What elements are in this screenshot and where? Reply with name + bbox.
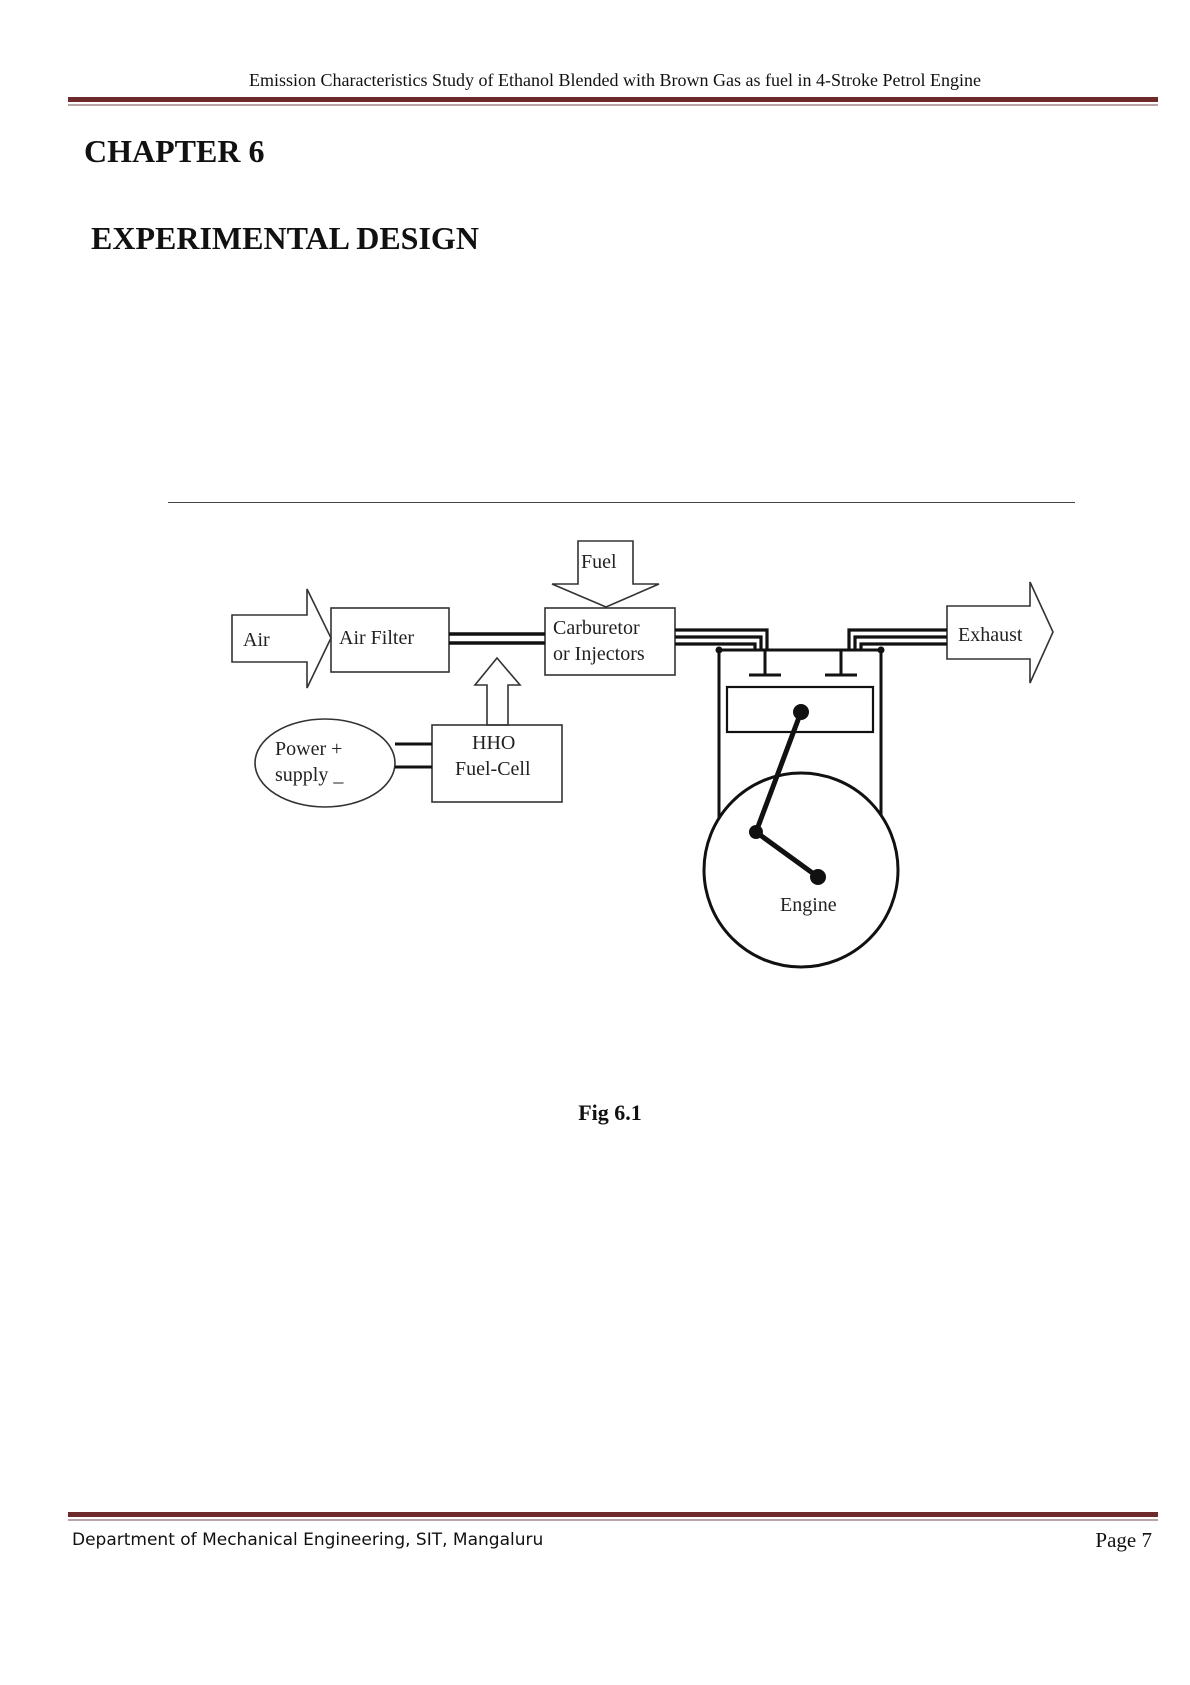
fuel-arrow [551, 540, 660, 608]
supply-label: supply _ [275, 764, 344, 786]
footer-department: Department of Mechanical Engineering, SI… [72, 1530, 544, 1550]
footer-page-number: Page 7 [1095, 1528, 1152, 1552]
carburetor-label: Carburetor [553, 617, 640, 639]
engine-label: Engine [780, 894, 837, 916]
engine-valves [749, 650, 857, 677]
piston [725, 685, 875, 734]
power-label: Power + [275, 738, 342, 760]
hho-label: HHO [472, 732, 515, 754]
engine-cylinder [717, 648, 883, 835]
crankcase-circle [702, 771, 900, 969]
figure-caption: Fig 6.1 [578, 1100, 642, 1125]
exhaust-arrow [946, 581, 1054, 684]
chapter-number: CHAPTER 6 [84, 133, 265, 169]
intake-pipe [449, 632, 545, 645]
air-label: Air [243, 629, 270, 651]
header-divider [68, 97, 1158, 106]
hho-arrow [473, 656, 522, 726]
air-filter-box [330, 607, 450, 673]
exhaust-runner [847, 628, 947, 650]
exhaust-label: Exhaust [958, 624, 1023, 646]
footer-divider [68, 1512, 1158, 1521]
power-supply-ellipse [254, 718, 396, 808]
running-header: Emission Characteristics Study of Ethano… [249, 70, 981, 90]
crank-linkage [753, 711, 820, 880]
fuel-label: Fuel [581, 551, 617, 573]
air-filter-label: Air Filter [339, 627, 414, 649]
power-wires [395, 742, 432, 769]
air-arrow [231, 588, 332, 689]
figure-top-rule [168, 502, 1075, 503]
system-diagram: Air Air Filter Fuel Carburetor or Inject… [231, 540, 1054, 969]
chapter-title: EXPERIMENTAL DESIGN [91, 220, 479, 256]
injectors-label: or Injectors [553, 643, 645, 665]
fuel-cell-label: Fuel-Cell [455, 758, 531, 780]
intake-runner [675, 628, 769, 650]
